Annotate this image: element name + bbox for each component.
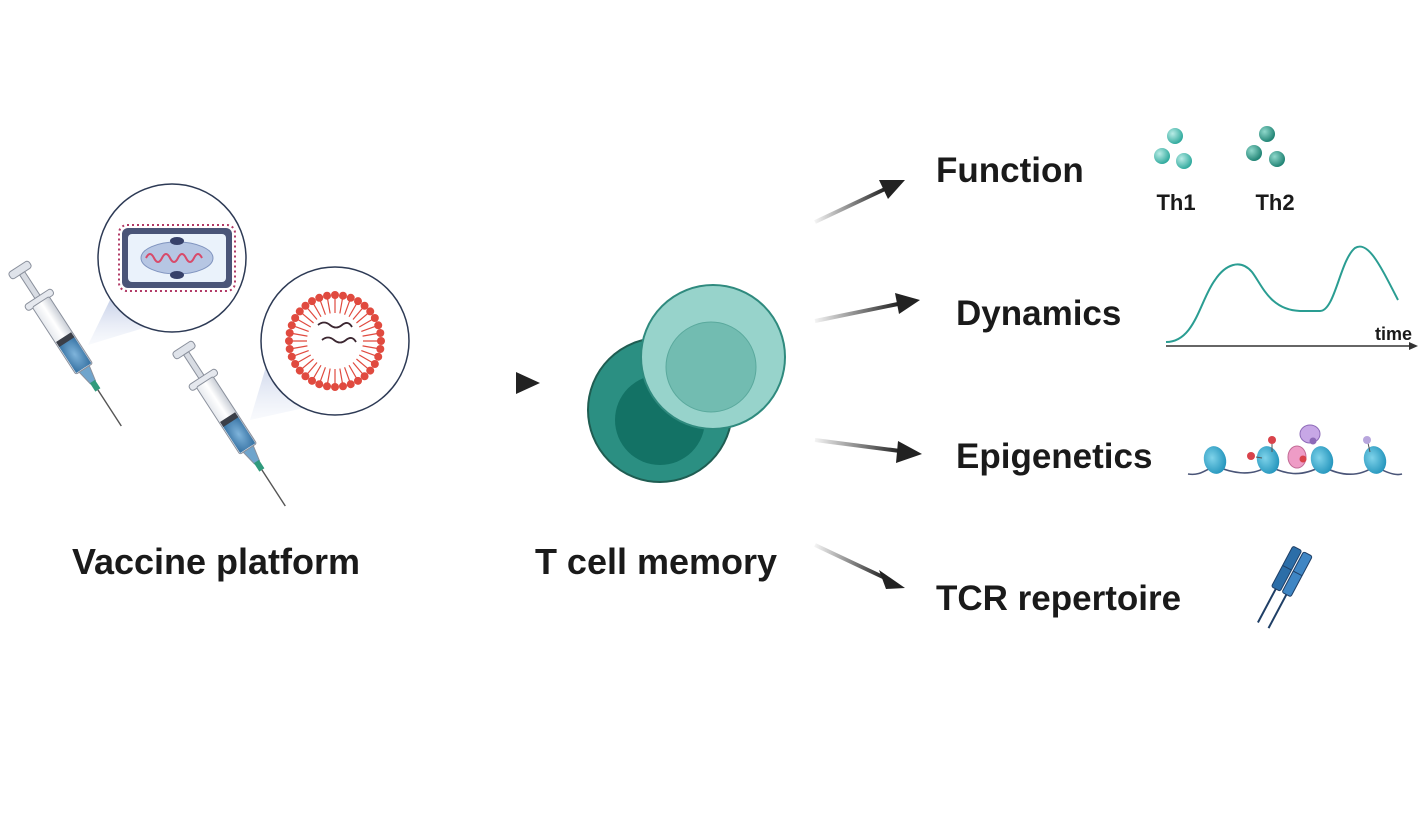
lipid-head bbox=[291, 360, 300, 368]
lipid-head bbox=[366, 307, 375, 316]
lipid-ring bbox=[285, 291, 385, 391]
lipid-head bbox=[315, 380, 324, 389]
arrow-to-dynamics bbox=[814, 293, 920, 323]
lipid-head bbox=[287, 321, 296, 330]
lipid-head bbox=[360, 301, 369, 310]
lipid-head bbox=[374, 352, 383, 361]
label-th1: Th1 bbox=[1156, 190, 1195, 215]
lipid-head bbox=[295, 307, 304, 316]
label-epigenetics: Epigenetics bbox=[956, 437, 1152, 476]
label-tcr-repertoire: TCR repertoire bbox=[936, 579, 1181, 618]
viral-vector-icon bbox=[97, 183, 247, 333]
label-function: Function bbox=[936, 151, 1084, 190]
lipid-head bbox=[360, 372, 369, 381]
lipid-head bbox=[323, 382, 332, 391]
lipid-head bbox=[331, 383, 339, 391]
lipid-head bbox=[366, 366, 375, 375]
lipid-head bbox=[308, 297, 316, 306]
lipid-head bbox=[285, 344, 294, 353]
arrow-to-function bbox=[814, 180, 905, 224]
arrow-to-tcr-repertoire bbox=[814, 543, 905, 589]
lipid-head bbox=[308, 376, 316, 385]
lipid-nanoparticle-icon bbox=[260, 266, 410, 416]
label-t-cell-memory: T cell memory bbox=[535, 541, 777, 582]
lipid-head bbox=[370, 360, 379, 368]
lipid-head bbox=[331, 291, 339, 299]
lipid-head bbox=[374, 321, 383, 330]
tcr-receptor-icon bbox=[1257, 546, 1313, 629]
lipid-head bbox=[338, 291, 347, 300]
lipid-head bbox=[376, 329, 385, 338]
th-cell-cluster-icon bbox=[1154, 128, 1192, 169]
label-time-axis: time bbox=[1375, 324, 1412, 344]
lipid-head bbox=[376, 344, 385, 353]
lipid-head bbox=[370, 314, 379, 322]
lipid-head bbox=[301, 301, 310, 310]
lipid-head bbox=[285, 329, 294, 338]
syringe-icon bbox=[8, 260, 170, 427]
th-cell-cluster-icon bbox=[1246, 126, 1285, 167]
lipid-head bbox=[346, 293, 355, 302]
arrow-to-epigenetics bbox=[814, 438, 922, 463]
label-vaccine-platform: Vaccine platform bbox=[72, 541, 360, 582]
lipid-head bbox=[315, 293, 324, 302]
lipid-head bbox=[346, 380, 355, 389]
lipid-head bbox=[301, 372, 310, 381]
lipid-head bbox=[287, 352, 296, 361]
label-dynamics: Dynamics bbox=[956, 294, 1121, 333]
nucleosome-chromatin-icon bbox=[1187, 424, 1403, 476]
lipid-head bbox=[377, 337, 385, 345]
arrow-platform-to-memory bbox=[428, 372, 540, 394]
magnify-cone bbox=[88, 300, 170, 345]
lipid-head bbox=[338, 382, 347, 391]
t-cell-icon bbox=[587, 284, 786, 483]
lipid-head bbox=[323, 291, 332, 300]
kinetics-curve-icon bbox=[1165, 245, 1418, 350]
lipid-head bbox=[285, 337, 293, 345]
lipid-head bbox=[291, 314, 300, 322]
lipid-head bbox=[354, 376, 362, 385]
lipid-head bbox=[295, 366, 304, 375]
label-th2: Th2 bbox=[1255, 190, 1294, 215]
lipid-head bbox=[354, 297, 362, 306]
